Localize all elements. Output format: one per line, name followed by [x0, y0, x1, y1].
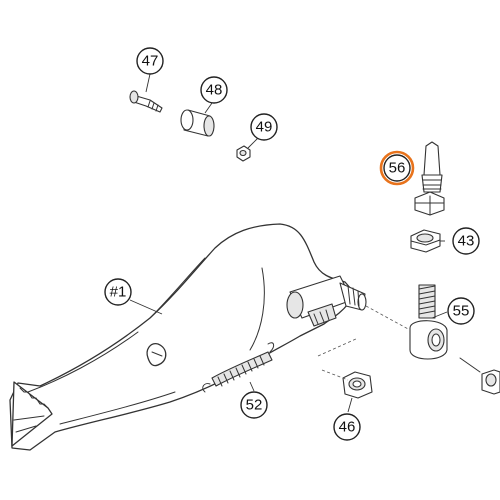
- callout-56: 56: [379, 150, 415, 186]
- callout-49-label: 49: [256, 119, 273, 136]
- assembly-line-pivot: [365, 305, 411, 331]
- callout-46: 46: [333, 413, 361, 441]
- callout-47-label: 47: [142, 53, 159, 70]
- callout-47: 47: [136, 47, 164, 75]
- nut-bottom-right: [459, 357, 500, 395]
- callout-1: #1: [104, 278, 132, 306]
- nut-49: [236, 145, 251, 162]
- bushing-48: [180, 109, 215, 137]
- callout-49: 49: [250, 113, 278, 141]
- nut-46: [342, 371, 373, 399]
- callout-55: 55: [447, 297, 475, 325]
- callout-52-label: 52: [246, 397, 263, 414]
- callout-48: 48: [200, 76, 228, 104]
- leader-lines: [129, 73, 448, 413]
- bolt-47: [129, 90, 163, 113]
- rod-end-55: [409, 284, 448, 360]
- callout-43: 43: [452, 227, 480, 255]
- callout-43-label: 43: [458, 233, 475, 250]
- callout-55-label: 55: [453, 303, 470, 320]
- assembly-line-spring: [317, 337, 359, 357]
- assembly-line-nut: [321, 369, 349, 381]
- callout-48-label: 48: [206, 82, 223, 99]
- callout-1-label: #1: [110, 284, 127, 301]
- callout-56-label: 56: [389, 160, 406, 177]
- brake-pedal: [9, 223, 353, 451]
- callout-46-label: 46: [339, 419, 356, 436]
- pivot-shaft: [286, 275, 367, 327]
- spring-52: [202, 342, 275, 393]
- callout-52: 52: [240, 391, 268, 419]
- nut-43: [410, 229, 441, 253]
- stud-bolt-56: [414, 141, 445, 216]
